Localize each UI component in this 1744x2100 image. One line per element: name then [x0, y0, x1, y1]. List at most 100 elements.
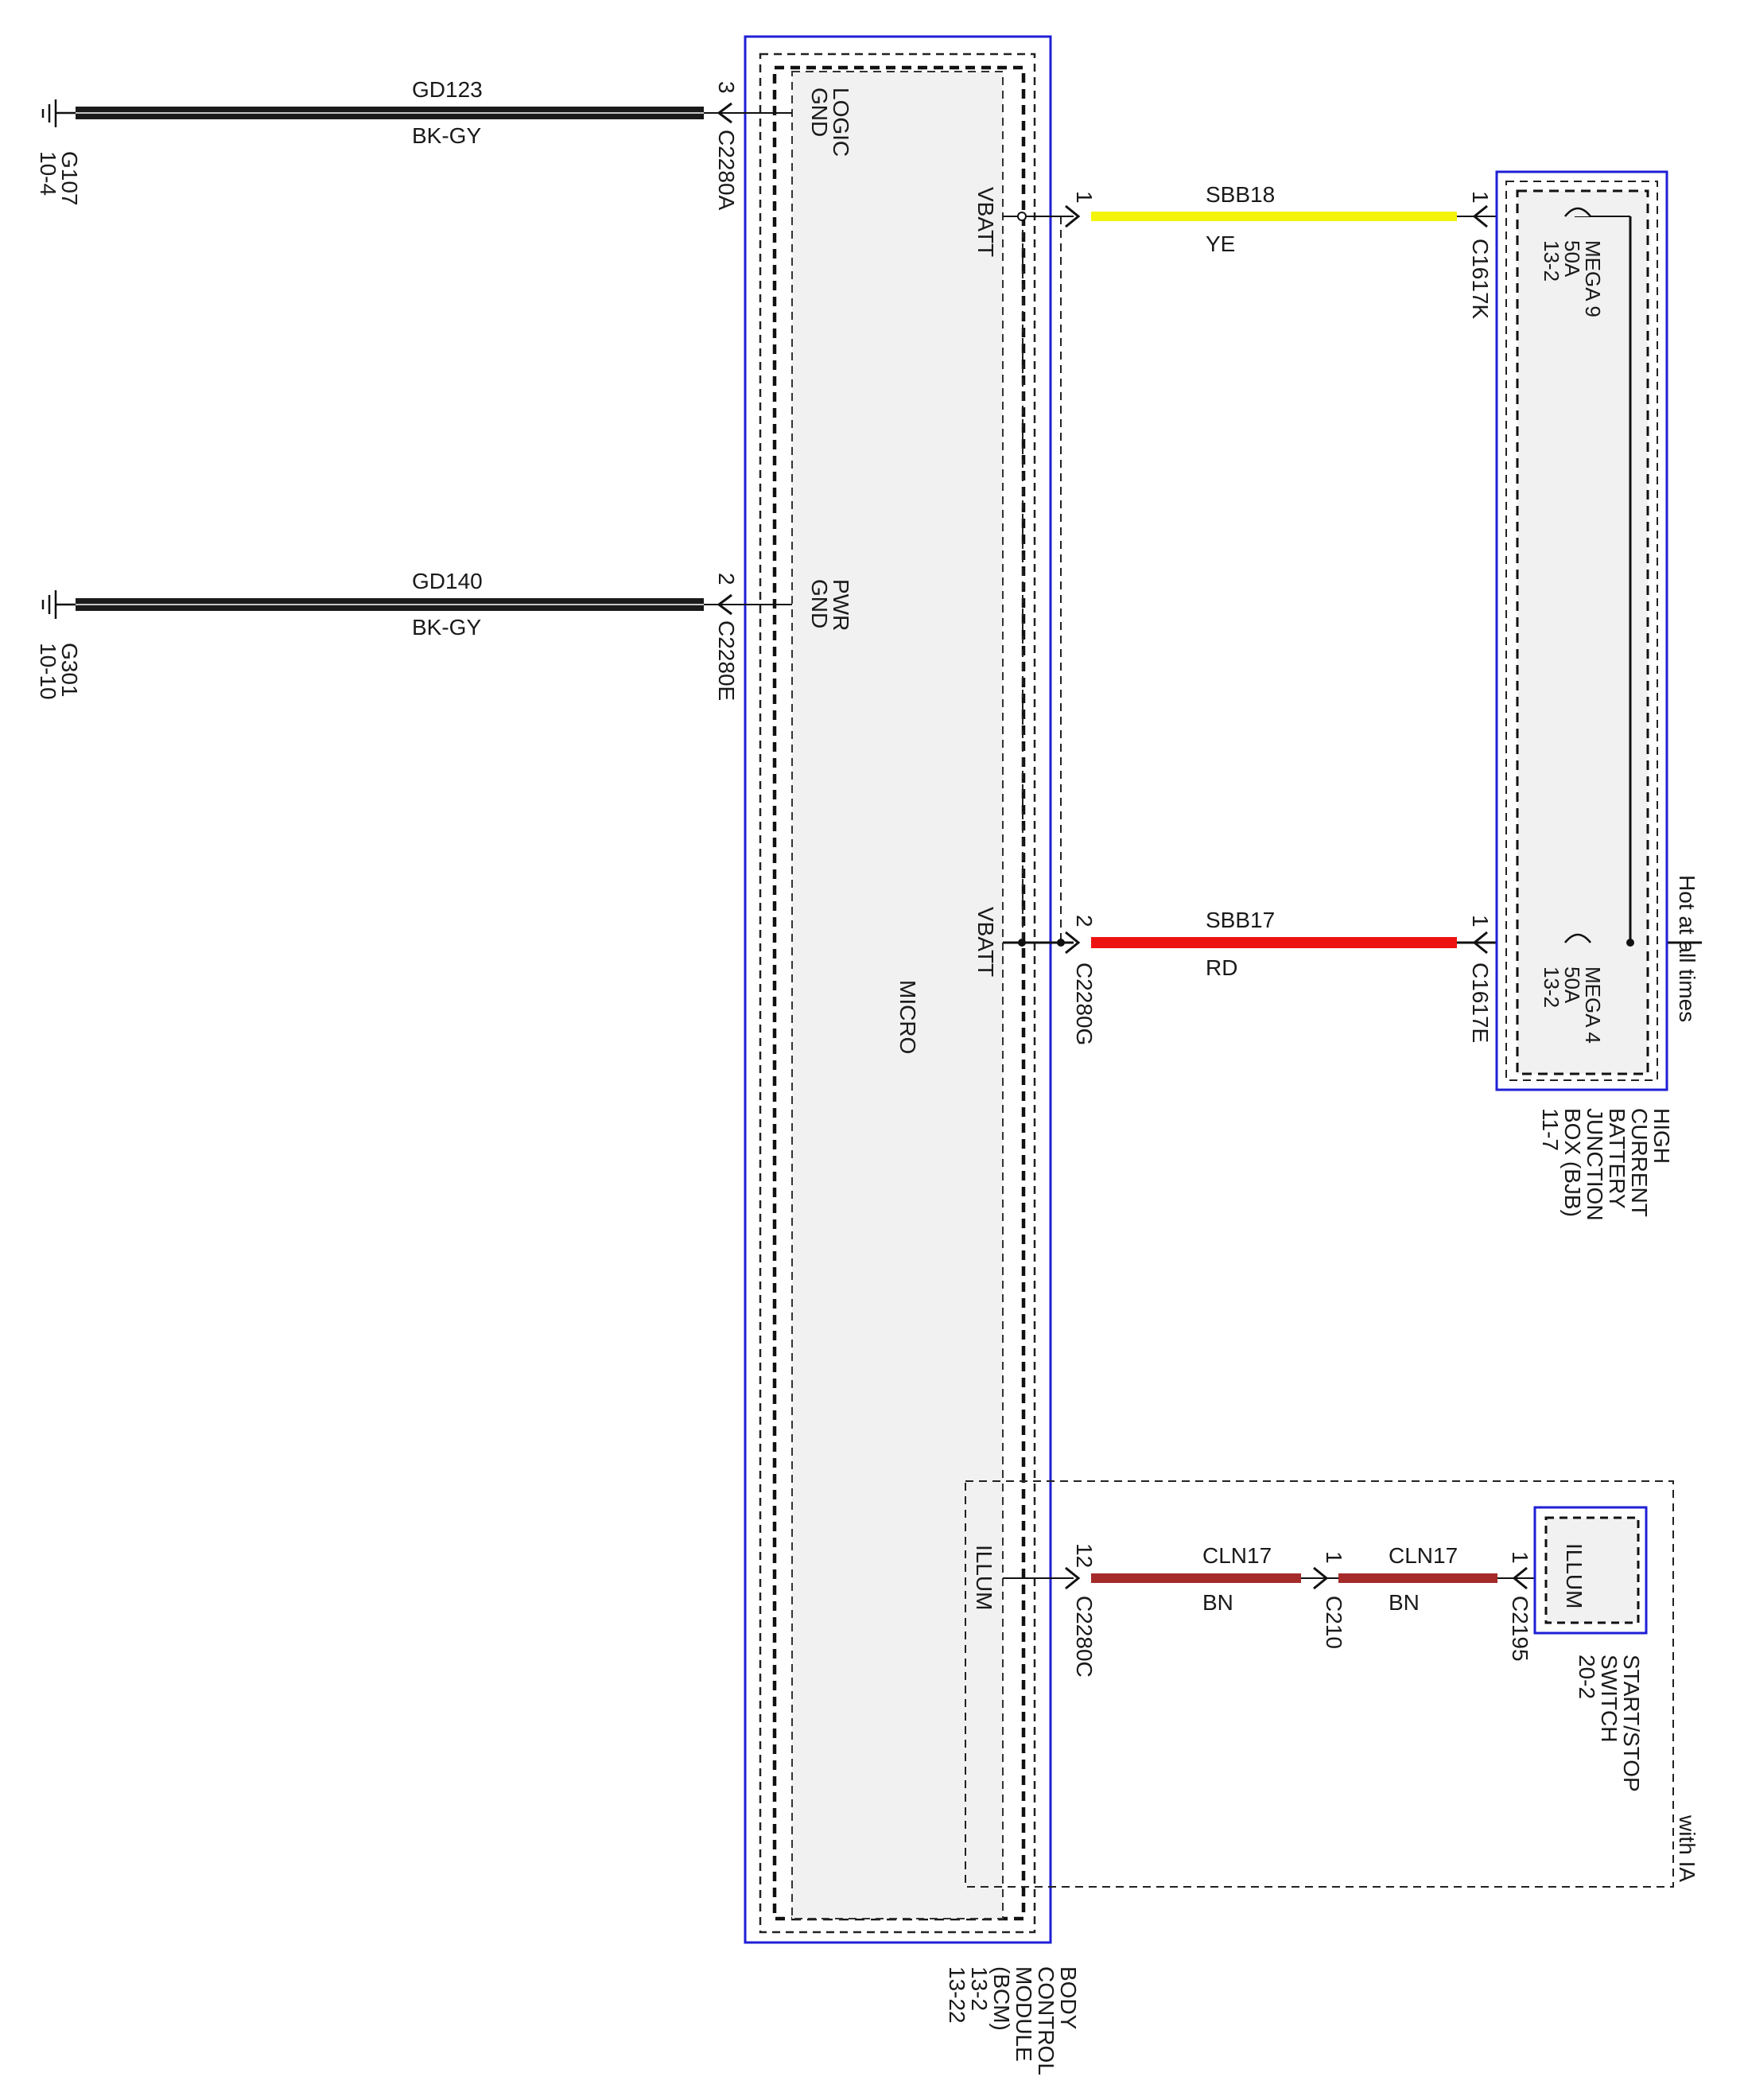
wire-color-label: BK-GY [412, 123, 481, 148]
fuse-label-line-2: 50A [1560, 240, 1584, 278]
connector-id-label: C2280C [1072, 1596, 1097, 1678]
bcm-dashed-outer [759, 52, 1036, 1934]
connector-arrow-icon [1512, 1566, 1528, 1590]
pin-number: 1 [1072, 191, 1097, 204]
connector-arrow-icon [1472, 204, 1488, 228]
ground-id-label: G301 [57, 643, 82, 698]
wire-color-label: BK-GY [412, 615, 481, 640]
power-circuit-sbb18: VBATT 1 SBB18 YE 1 C1617K [973, 182, 1575, 320]
wire-color-label: YE [1206, 231, 1235, 256]
wire-sbb18[interactable] [1091, 212, 1457, 221]
bcm-pin-signal-label: VBATT [973, 187, 998, 257]
splice-dot [1626, 939, 1634, 947]
connector-id-label: C2280G [1072, 962, 1097, 1045]
wire-circuit-label: GD140 [412, 569, 483, 593]
connector-arrow-icon [1065, 931, 1081, 955]
with-ia-region [965, 1480, 1674, 1888]
pin-number: 1 [1508, 1551, 1532, 1564]
signal-label-line-2: GND [807, 88, 832, 137]
fuse-label-line-3: 13-2 [1540, 966, 1563, 1008]
connector-arrow-icon [1065, 1566, 1081, 1590]
switch-signal-label: ILLUM [1562, 1543, 1587, 1608]
wire-circuit-label: GD123 [412, 77, 483, 102]
fuse-icon [1564, 207, 1591, 217]
wire-circuit-label: CLN17 [1389, 1543, 1458, 1568]
wire-color-label: BN [1202, 1590, 1233, 1615]
splice-dot [1017, 212, 1027, 221]
connector-id-label: C210 [1322, 1596, 1346, 1649]
switch-name-line-2: SWITCH [1597, 1655, 1622, 1742]
bjb-module: MEGA 9 50A 13-2 MEGA 4 50A 13-2 Hot at a… [1495, 170, 1699, 1221]
bjb-dashed-outer [1505, 181, 1658, 1081]
bcm-name-line-2: CONTROL [1034, 1966, 1058, 2075]
bcm-name-line-6: 13-22 [945, 1966, 969, 2024]
bjb-name-line-6: 11-7 [1538, 1108, 1563, 1151]
wire-cln17-segment-1[interactable] [1091, 1573, 1301, 1583]
bjb-name-line-5: BOX (BJB) [1560, 1108, 1585, 1217]
connector-id-label: C1617K [1468, 239, 1493, 320]
bcm-name-line-1: BODY [1056, 1966, 1081, 2030]
wire-circuit-label: SBB18 [1206, 182, 1275, 207]
pin-number: 12 [1072, 1543, 1097, 1568]
option-note: with IA [1675, 1814, 1699, 1882]
connector-arrow-icon [717, 593, 732, 616]
fuse-label-line-2: 50A [1560, 966, 1584, 1004]
wire-sbb17[interactable] [1091, 937, 1457, 948]
ground-id-label: G107 [57, 151, 82, 206]
ground-circuit-gd140: GD140 BK-GY G301 10-10 2 C2280E PWR GND [36, 569, 853, 701]
switch-name-line-1: START/STOP [1619, 1655, 1644, 1792]
ground-ref-label: 10-4 [36, 151, 60, 196]
connector-id-label: C2280A [714, 130, 739, 211]
wire-cln17-segment-2[interactable] [1338, 1573, 1497, 1583]
bjb-name-line-3: BATTERY [1605, 1108, 1629, 1209]
ground-ref-label: 10-10 [36, 643, 60, 700]
start-stop-switch-block [1544, 1516, 1640, 1624]
illum-circuit: with IA ILLUM 12 C2280C CLN17 BN 1 C210 … [965, 1480, 1699, 1888]
ground-icon [41, 590, 76, 619]
connector-id-label: C1617E [1468, 962, 1493, 1043]
pin-number: 1 [1468, 191, 1493, 204]
fuse-label-line-3: 13-2 [1540, 240, 1563, 282]
wire-circuit-label: CLN17 [1202, 1543, 1272, 1568]
switch-name-line-3: 20-2 [1575, 1655, 1599, 1699]
bcm-name-line-5: 13-2 [967, 1966, 992, 2011]
wire-circuit-label: SBB17 [1206, 908, 1275, 932]
bcm-name-line-3: MODULE [1012, 1966, 1036, 2062]
fuse-label-line-1: MEGA 4 [1581, 966, 1605, 1044]
pin-number: 2 [714, 573, 739, 585]
bcm-pin-signal-label: ILLUM [972, 1545, 996, 1610]
connector-id-label: C2195 [1508, 1596, 1532, 1662]
signal-label-line-1: LOGIC [829, 88, 853, 157]
connector-arrow-icon [717, 102, 732, 124]
power-circuit-sbb17: VBATT 2 C2280G SBB17 RD 1 C1617E [973, 907, 1702, 1045]
wire-color-label: RD [1206, 955, 1237, 980]
bjb-name-line-4: JUNCTION [1583, 1108, 1607, 1221]
signal-label-line-1: PWR [829, 579, 853, 631]
connector-arrow-icon [1472, 931, 1488, 955]
ground-icon [41, 99, 76, 127]
pin-number: 1 [1468, 915, 1493, 928]
micro-label: MICRO [895, 980, 920, 1054]
connector-id-label: C2280E [714, 620, 739, 701]
fuse-icon [1564, 933, 1591, 943]
wire-color-label: BN [1389, 1590, 1420, 1615]
splice-dot [1057, 939, 1065, 947]
bjb-name-line-1: HIGH [1649, 1108, 1674, 1164]
bcm-pin-signal-label: VBATT [973, 907, 998, 977]
connector-arrow-icon [1065, 204, 1081, 228]
splice-dot [1018, 939, 1026, 947]
pin-number: 2 [1072, 915, 1097, 928]
connector-arrow-icon [1313, 1566, 1329, 1590]
pin-number: 3 [714, 81, 739, 94]
bcm-micro-block [791, 71, 1004, 1919]
bjb-name-line-2: CURRENT [1627, 1108, 1652, 1217]
bjb-inner-block [1516, 189, 1649, 1075]
fuse-label-line-1: MEGA 9 [1581, 240, 1605, 317]
pin-number: 1 [1322, 1551, 1346, 1564]
bcm-name-line-4: (BCM) [989, 1966, 1014, 2031]
ground-circuit-gd123: GD123 BK-GY G107 10-4 3 C2280A LOGIC GND [36, 77, 853, 211]
hot-at-all-times-label: Hot at all times [1675, 875, 1699, 1022]
signal-label-line-2: GND [807, 579, 832, 628]
bcm-module: MICRO BODY CONTROL MODULE (BCM) 13-2 13-… [744, 35, 1081, 2075]
